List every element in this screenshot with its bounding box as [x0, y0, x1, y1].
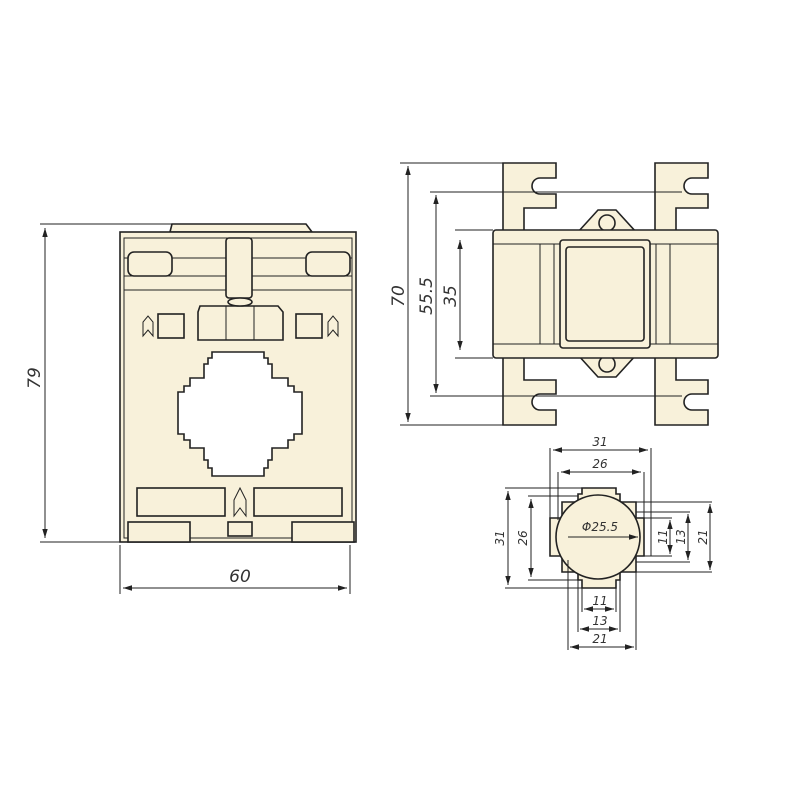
outer-width-label: 31: [592, 435, 607, 449]
side-view: 70 55.5 35: [389, 162, 719, 426]
inner-height-label: 26: [516, 530, 530, 546]
top-tab: [168, 223, 314, 233]
aperture-view: Φ25.5 31 26 31 26 11 13 21 11 13 21: [493, 435, 713, 650]
bottom-label-21: 21: [592, 632, 607, 646]
right-label-13: 13: [674, 529, 688, 544]
bottom-label-11: 11: [592, 594, 607, 608]
diameter-label: Φ25.5: [582, 520, 618, 534]
inner-label: 35: [441, 285, 461, 307]
right-label-21: 21: [696, 529, 710, 544]
front-view: 79 60: [25, 223, 357, 594]
overall-label: 70: [389, 285, 409, 307]
height-label: 79: [25, 367, 45, 389]
bottom-label-13: 13: [592, 614, 607, 628]
inner-width-label: 26: [592, 457, 608, 471]
right-label-11: 11: [656, 529, 670, 544]
mid-label: 55.5: [417, 277, 437, 315]
outer-height-label: 31: [493, 530, 507, 545]
primary-window: [177, 351, 303, 477]
width-label: 60: [229, 567, 251, 587]
